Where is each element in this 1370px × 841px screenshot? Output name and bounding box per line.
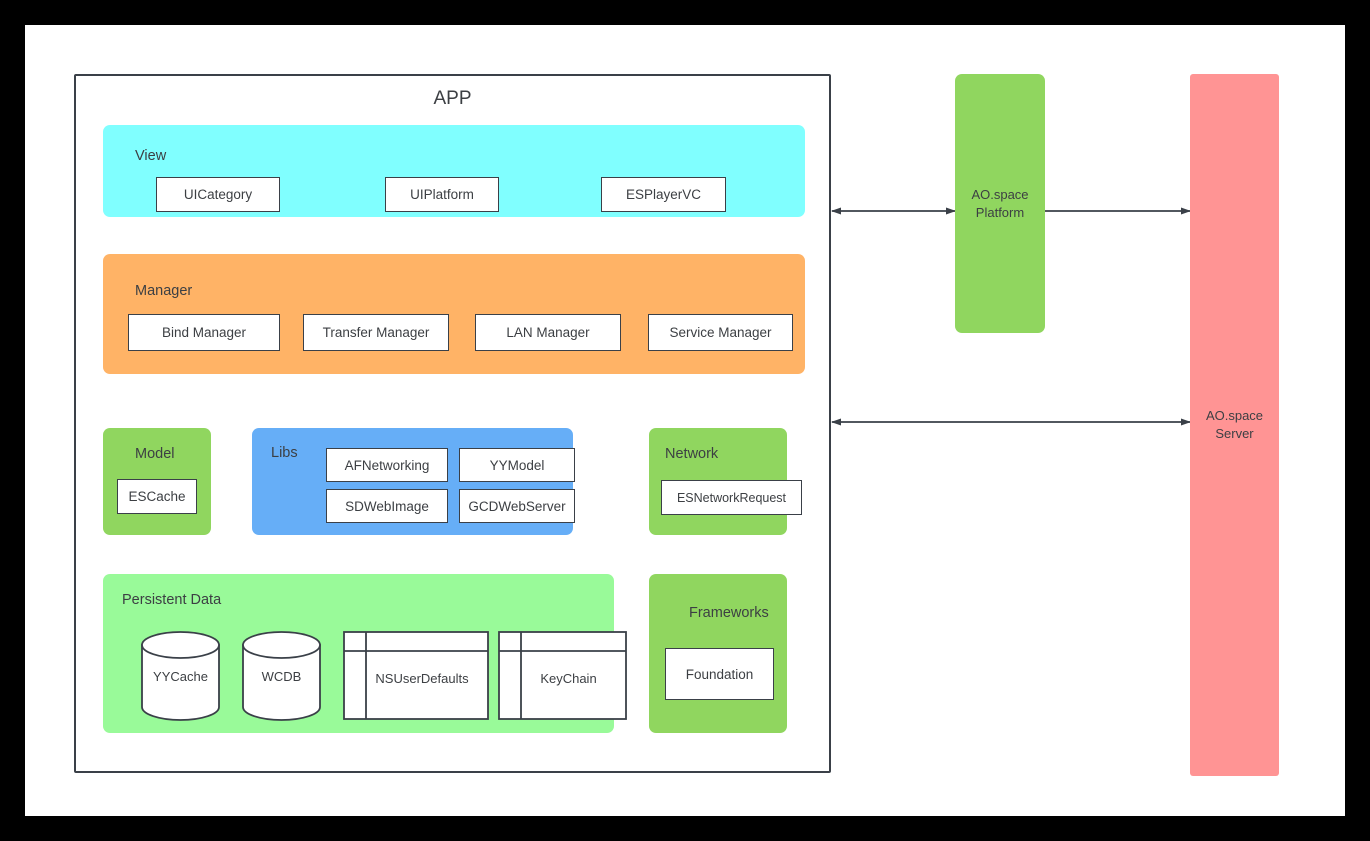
node-bind-manager[interactable]: Bind Manager bbox=[128, 314, 280, 351]
node-transfer-manager[interactable]: Transfer Manager bbox=[303, 314, 449, 351]
node-nsuserdefaults[interactable]: NSUserDefaults bbox=[343, 631, 489, 720]
server-label-line2: Server bbox=[1215, 426, 1254, 441]
node-gcdwebserver[interactable]: GCDWebServer bbox=[459, 489, 575, 523]
group-libs-label: Libs bbox=[271, 445, 298, 461]
server-label-line1: AO.space bbox=[1205, 408, 1264, 424]
node-keychain[interactable]: KeyChain bbox=[498, 631, 627, 720]
cylinder-icon bbox=[242, 631, 321, 721]
group-network-label: Network bbox=[665, 446, 719, 462]
node-uicategory[interactable]: UICategory bbox=[156, 177, 280, 212]
node-yycache-label: YYCache bbox=[153, 668, 208, 684]
node-esnetworkrequest[interactable]: ESNetworkRequest bbox=[661, 480, 802, 515]
table-icon bbox=[343, 631, 489, 720]
node-afnetworking[interactable]: AFNetworking bbox=[326, 448, 448, 482]
node-ao-space-platform[interactable]: AO.space Platform bbox=[955, 74, 1045, 333]
node-keychain-label: KeyChain bbox=[540, 671, 597, 686]
table-icon bbox=[498, 631, 627, 720]
platform-label-line1: AO.space bbox=[971, 186, 1029, 202]
node-esplayervc[interactable]: ESPlayerVC bbox=[601, 177, 726, 212]
cylinder-icon bbox=[141, 631, 220, 721]
node-wcdb[interactable]: WCDB bbox=[241, 630, 322, 722]
node-ao-space-platform-label: AO.space Platform bbox=[971, 186, 1028, 221]
group-model-label: Model bbox=[135, 446, 175, 462]
node-wcdb-label: WCDB bbox=[261, 668, 302, 684]
node-yymodel[interactable]: YYModel bbox=[459, 448, 575, 482]
group-persistent-data-label: Persistent Data bbox=[122, 592, 222, 608]
app-title: APP bbox=[433, 88, 472, 109]
node-escache[interactable]: ESCache bbox=[117, 479, 197, 514]
node-foundation[interactable]: Foundation bbox=[665, 648, 774, 700]
node-ao-space-server-label: AO.space Server bbox=[1206, 407, 1263, 442]
node-service-manager[interactable]: Service Manager bbox=[648, 314, 793, 351]
platform-label-line2: Platform bbox=[975, 204, 1025, 220]
node-nsuserdefaults-label: NSUserDefaults bbox=[375, 671, 469, 686]
group-frameworks-label: Frameworks bbox=[689, 605, 769, 621]
node-yycache[interactable]: YYCache bbox=[140, 630, 221, 722]
node-ao-space-server[interactable]: AO.space Server bbox=[1190, 74, 1279, 776]
diagram-canvas: AO.space Platform --> AO.space Server --… bbox=[25, 25, 1345, 816]
group-view-label: View bbox=[135, 148, 167, 164]
node-sdwebimage[interactable]: SDWebImage bbox=[326, 489, 448, 523]
node-uiplatform[interactable]: UIPlatform bbox=[385, 177, 499, 212]
node-lan-manager[interactable]: LAN Manager bbox=[475, 314, 621, 351]
group-manager-label: Manager bbox=[135, 283, 193, 299]
